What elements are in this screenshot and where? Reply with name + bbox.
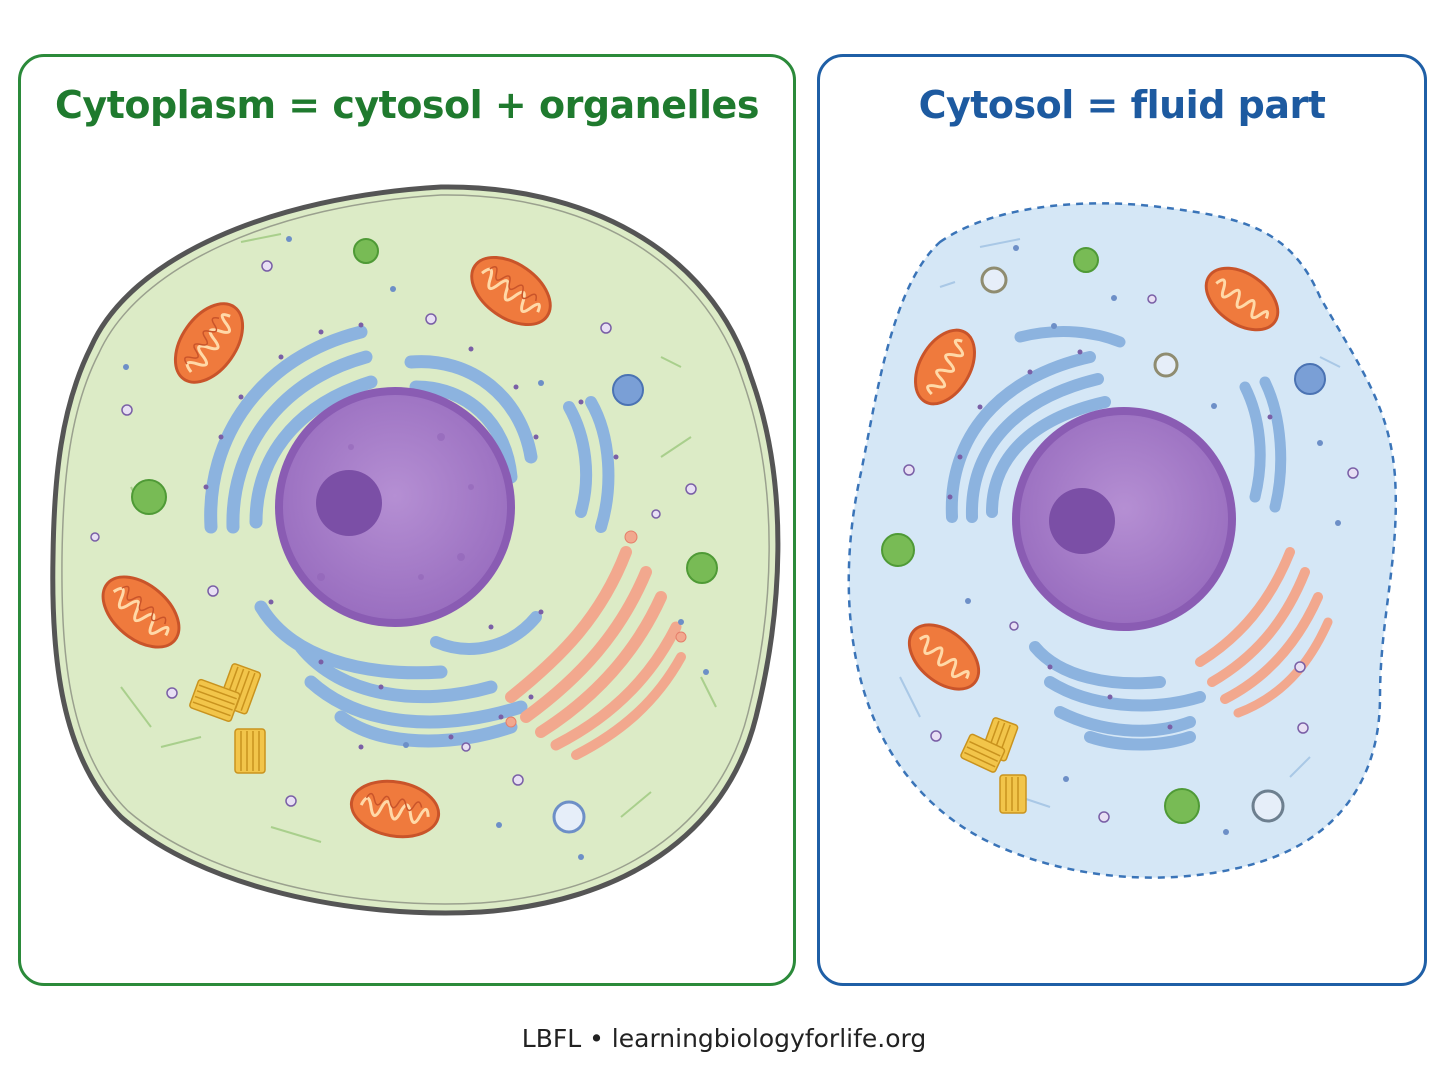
cytosol-panel-title: Cytosol = fluid part <box>918 83 1326 127</box>
tiny-particles <box>123 236 709 860</box>
golgi-apparatus <box>1195 547 1333 718</box>
rough-er <box>204 325 615 748</box>
nucleus <box>1020 415 1228 623</box>
cytoplasm-cell-illustration <box>50 184 781 916</box>
vesicles <box>131 238 718 834</box>
cytoplasm-panel: Cytoplasm = cytosol + organelles <box>18 54 796 986</box>
cytosol-panel: Cytosol = fluid part <box>817 54 1427 986</box>
nucleolus <box>1049 488 1115 554</box>
tiny-particles <box>965 245 1341 835</box>
cytoplasm-panel-title: Cytoplasm = cytosol + organelles <box>55 83 759 127</box>
cytoskeleton-fibers <box>899 238 1341 808</box>
rough-er <box>945 326 1287 751</box>
footer-credit: LBFL • learningbiologyforlife.org <box>521 1024 927 1053</box>
cytosol-cell-illustration <box>847 202 1398 879</box>
small-vesicles <box>90 260 697 807</box>
nucleus <box>283 395 507 619</box>
nucleolus <box>316 470 382 536</box>
golgi-apparatus <box>505 546 686 760</box>
ribosome-dots <box>203 322 619 750</box>
small-vesicles <box>903 294 1359 823</box>
centriole <box>234 728 266 774</box>
centriole <box>999 774 1027 814</box>
vesicles <box>881 247 1326 824</box>
